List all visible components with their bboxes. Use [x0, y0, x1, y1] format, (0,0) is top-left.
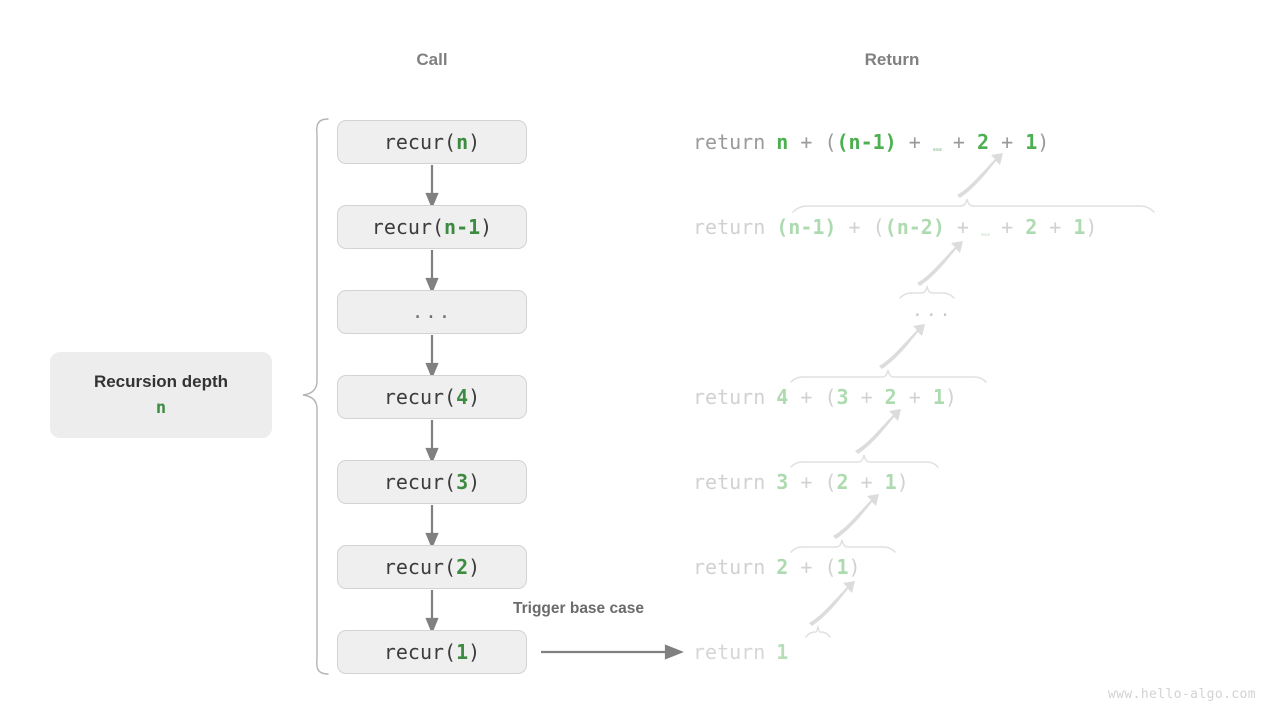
return-keyword: return: [693, 640, 766, 664]
return-keyword: return: [693, 215, 766, 239]
return-row-ellipsis: ...: [912, 300, 954, 321]
call-box-prefix: recur(: [371, 215, 445, 239]
return-row-1: return 1: [693, 642, 788, 662]
return-row-4: return 4 + (3 + 2 + 1): [693, 387, 957, 407]
trigger-base-case-arrow: [541, 644, 684, 660]
call-box-suffix: ): [480, 215, 493, 239]
return-keyword: return: [693, 470, 766, 494]
call-box-prefix: recur(: [383, 470, 457, 494]
call-box-prefix: recur(: [383, 555, 457, 579]
return-expression: n + ((n-1) + … + 2 + 1): [776, 130, 1050, 155]
call-box-recur-3[interactable]: recur(3): [337, 460, 527, 504]
recursion-depth-title: Recursion depth: [93, 372, 229, 391]
call-box-suffix: ): [468, 555, 481, 579]
return-row-3: return 3 + (2 + 1): [693, 472, 909, 492]
call-box-prefix: recur(: [383, 385, 457, 409]
call-box-arg: 2: [456, 555, 469, 579]
return-expression: 3 + (2 + 1): [776, 470, 909, 494]
recursion-depth-brace: [302, 118, 329, 675]
trigger-base-case-label: Trigger base case: [513, 600, 644, 617]
call-box-arg: 1: [456, 640, 469, 664]
call-box-prefix: recur(: [383, 640, 457, 664]
recursion-depth-value: n: [155, 398, 167, 418]
call-box-arg: 4: [456, 385, 469, 409]
call-box-suffix: ): [468, 470, 481, 494]
call-box-prefix: recur(: [383, 130, 457, 154]
return-expression: 4 + (3 + 2 + 1): [776, 385, 957, 409]
return-keyword: return: [693, 130, 766, 154]
return-keyword: return: [693, 555, 766, 579]
call-box-recur-n[interactable]: recur(n): [337, 120, 527, 164]
call-box-suffix: ): [468, 640, 481, 664]
call-box-suffix: ): [468, 130, 481, 154]
column-header-call: Call: [416, 50, 448, 69]
call-box-recur-4[interactable]: recur(4): [337, 375, 527, 419]
call-box-arg: 3: [456, 470, 469, 494]
call-box-recur-1[interactable]: recur(1): [337, 630, 527, 674]
return-expression: (n-1) + ((n-2) + … + 2 + 1): [776, 215, 1098, 240]
call-box-suffix: ): [468, 385, 481, 409]
return-keyword: return: [693, 385, 766, 409]
column-header-return: Return: [864, 50, 920, 69]
return-expression: 2 + (1): [776, 555, 861, 579]
return-row-2: return 2 + (1): [693, 557, 861, 577]
call-box-recur-2[interactable]: recur(2): [337, 545, 527, 589]
recursion-depth-pill: Recursion depth n: [50, 352, 272, 438]
call-box-ellipsis: ...: [337, 290, 527, 334]
return-expression: 1: [776, 640, 789, 664]
return-row-n-1: return (n-1) + ((n-2) + … + 2 + 1): [693, 215, 1098, 240]
call-box-arg: n: [456, 130, 469, 154]
return-row-n: return n + ((n-1) + … + 2 + 1): [693, 130, 1050, 155]
call-box-arg: n-1: [444, 215, 481, 239]
call-box-recur-n-1[interactable]: recur(n-1): [337, 205, 527, 249]
watermark: www.hello-algo.com: [1107, 687, 1256, 702]
call-box-arg: ...: [411, 301, 453, 323]
